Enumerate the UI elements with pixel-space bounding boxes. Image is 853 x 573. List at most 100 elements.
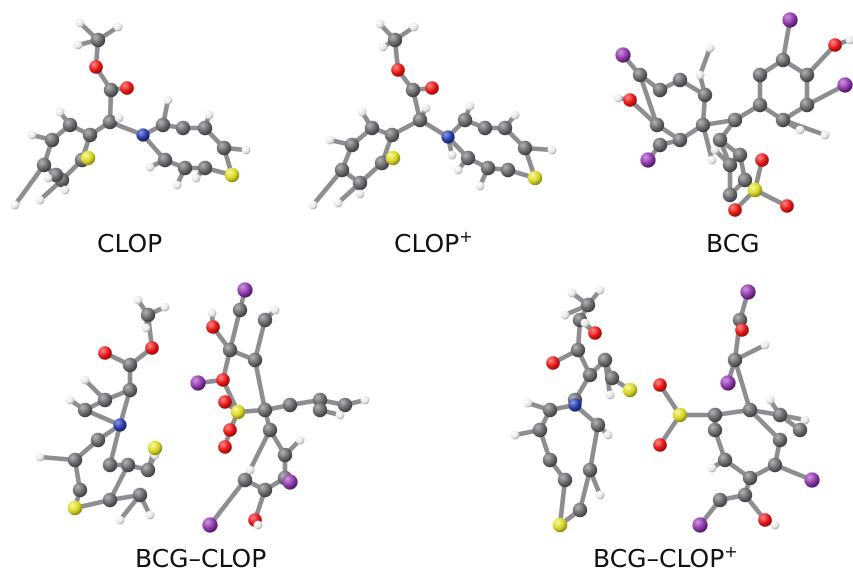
hydrogen-atom <box>245 465 255 475</box>
sulfur-atom <box>747 182 763 198</box>
carbon-atom <box>337 397 353 413</box>
hydrogen-atom <box>55 107 65 117</box>
bromine-atom <box>282 474 298 490</box>
carbon-atom <box>752 67 768 83</box>
carbon-atom <box>120 457 136 473</box>
hydrogen-atom <box>80 375 90 385</box>
hydrogen-atom <box>705 43 715 53</box>
sulfur-atom <box>230 404 246 420</box>
bromine-atom <box>640 152 656 168</box>
carbon-atom <box>772 407 788 423</box>
carbon-atom <box>90 32 106 48</box>
hydrogen-atom <box>145 510 155 520</box>
hydrogen-atom <box>141 323 151 333</box>
bromine-atom <box>692 517 708 533</box>
carbon-atom <box>570 342 586 358</box>
hydrogen-atom <box>409 22 419 32</box>
hydrogen-atom <box>145 162 155 172</box>
carbon-atom <box>48 167 64 183</box>
oxygen-atom <box>206 320 220 334</box>
carbon-atom <box>632 67 648 83</box>
hydrogen-atom <box>770 520 780 530</box>
hydrogen-atom <box>595 490 605 500</box>
bromine-atom <box>782 12 798 28</box>
carbon-atom <box>102 492 118 508</box>
carbon-atom <box>697 87 713 103</box>
bromine-atom <box>837 77 853 93</box>
hydrogen-atom <box>35 195 45 205</box>
carbon-atom <box>722 157 738 173</box>
carbon-atom <box>62 117 78 133</box>
hydrogen-atom <box>325 135 335 145</box>
oxygen-atom <box>653 438 667 452</box>
hydrogen-atom <box>160 302 170 312</box>
carbon-atom <box>712 132 728 148</box>
hydrogen-atom <box>421 103 431 113</box>
oxygen-atom <box>218 440 232 454</box>
carbon-atom <box>177 160 193 176</box>
oxygen-atom <box>780 199 794 213</box>
carbon-atom <box>44 132 60 148</box>
hydrogen-atom <box>447 150 457 160</box>
carbon-atom <box>103 82 119 98</box>
hydrogen-atom <box>73 40 83 50</box>
hydrogen-atom <box>800 415 810 425</box>
bond <box>252 357 268 413</box>
carbon-atom <box>652 82 668 98</box>
hydrogen-atom <box>475 181 485 191</box>
hydrogen-atom <box>270 305 280 315</box>
bond <box>557 477 568 528</box>
label-clop-plus: CLOP+ <box>394 227 473 258</box>
nitrogen-atom <box>441 130 455 144</box>
carbon-atom <box>649 117 665 133</box>
carbon-atom <box>222 342 238 358</box>
bond <box>697 45 713 78</box>
hydrogen-atom <box>10 200 20 210</box>
carbon-atom <box>257 312 273 328</box>
carbon-atom <box>457 112 473 128</box>
hydrogen-atom <box>115 515 125 525</box>
bond <box>637 72 660 128</box>
carbon-atom <box>97 392 113 408</box>
carbon-atom <box>364 120 380 136</box>
hydrogen-atom <box>695 70 705 80</box>
carbon-atom <box>237 472 253 488</box>
carbon-atom <box>77 402 93 418</box>
carbon-atom <box>742 402 758 418</box>
carbon-atom <box>232 302 248 318</box>
bromine-atom <box>615 47 631 63</box>
label-bcg-clop: BCG–CLOP <box>135 544 266 573</box>
carbon-atom <box>775 52 791 68</box>
molecule-bcg <box>613 12 853 217</box>
oxygen-atom <box>391 63 405 77</box>
bromine-atom <box>804 472 820 488</box>
nitrogen-atom <box>136 128 150 142</box>
hydrogen-atom <box>60 185 70 195</box>
carbon-atom <box>262 422 278 438</box>
hydrogen-atom <box>707 463 717 473</box>
carbon-atom <box>140 462 156 478</box>
carbon-atom <box>344 137 360 153</box>
bromine-atom <box>202 517 218 533</box>
carbon-atom <box>282 397 298 413</box>
sulfur-atom <box>622 382 638 398</box>
carbon-atom <box>707 422 723 438</box>
hydrogen-atom <box>375 19 385 29</box>
carbon-atom <box>312 392 328 408</box>
bromine-atom <box>740 284 756 300</box>
carbon-atom <box>155 117 171 133</box>
carbon-atom <box>334 162 350 178</box>
carbon-atom <box>157 152 173 168</box>
hydrogen-atom <box>357 107 367 117</box>
hydrogen-atom <box>241 145 251 155</box>
carbon-atom <box>772 432 788 448</box>
oxygen-atom <box>546 356 560 370</box>
carbon-atom <box>792 422 808 438</box>
carbon-atom <box>775 112 791 128</box>
carbon-atom <box>542 402 558 418</box>
oxygen-atom <box>653 378 667 392</box>
oxygen-atom <box>98 346 112 360</box>
hydrogen-atom <box>207 308 217 318</box>
oxygen-atom <box>623 93 637 107</box>
molecule-clop <box>10 18 251 210</box>
